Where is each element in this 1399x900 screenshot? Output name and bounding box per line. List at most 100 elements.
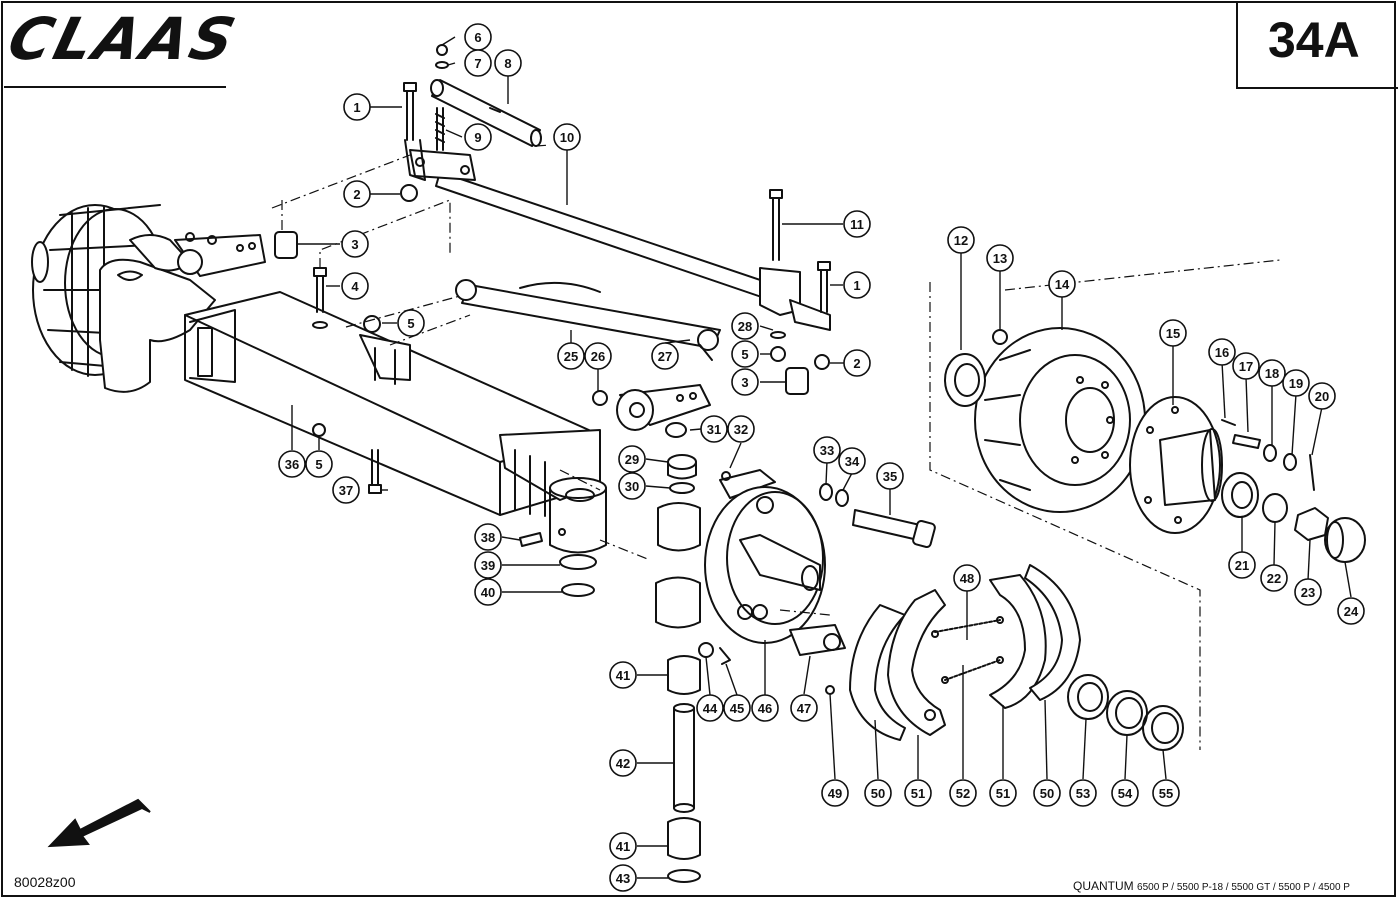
callout-13: 13: [986, 244, 1014, 272]
callout-label: 36: [285, 457, 299, 472]
callout-circle: [1111, 779, 1139, 807]
callout-circle: [332, 476, 360, 504]
callout-circle: [696, 694, 724, 722]
callout-24: 24: [1337, 597, 1365, 625]
callout-circle: [609, 832, 637, 860]
callout-20: 20: [1308, 382, 1336, 410]
callout-label: 52: [956, 786, 970, 801]
callout-label: 6: [474, 30, 481, 45]
callout-29: 29: [618, 445, 646, 473]
callout-9: 9: [464, 123, 492, 151]
callout-circle: [904, 779, 932, 807]
callout-14: 14: [1048, 270, 1076, 298]
tie-rod: [404, 139, 791, 306]
callout-circle: [751, 694, 779, 722]
callout-33: 33: [813, 436, 841, 464]
callout-label: 3: [741, 375, 748, 390]
callout-3a: 3: [341, 230, 369, 258]
callout-circle: [989, 779, 1017, 807]
callout-circle: [341, 230, 369, 258]
callout-label: 38: [481, 530, 495, 545]
callout-label: 13: [993, 251, 1007, 266]
callout-label: 54: [1118, 786, 1133, 801]
callout-label: 55: [1159, 786, 1173, 801]
callout-circle: [609, 864, 637, 892]
callout-circle: [1232, 352, 1260, 380]
callout-circle: [1260, 564, 1288, 592]
callout-7: 7: [464, 49, 492, 77]
callout-label: 34: [845, 454, 860, 469]
kingpin-bushing-stack: [655, 502, 701, 883]
callout-label: 19: [1289, 376, 1303, 391]
callout-label: 26: [591, 349, 605, 364]
callout-circle: [618, 445, 646, 473]
callout-circle: [947, 226, 975, 254]
callout-42: 42: [609, 749, 637, 777]
wheel-brake-cylinder: [789, 624, 846, 656]
callout-label: 24: [1344, 604, 1359, 619]
callout-circle: [553, 123, 581, 151]
callout-label: 12: [954, 233, 968, 248]
callout-55: 55: [1152, 779, 1180, 807]
callout-12: 12: [947, 226, 975, 254]
callout-circle: [464, 49, 492, 77]
callout-circle: [731, 368, 759, 396]
callout-circle: [821, 779, 849, 807]
callout-circle: [474, 551, 502, 579]
callout-label: 35: [883, 469, 897, 484]
callout-10: 10: [553, 123, 581, 151]
callout-circle: [731, 340, 759, 368]
callout-25: 25: [557, 342, 585, 370]
callout-label: 49: [828, 786, 842, 801]
callout-label: 46: [758, 701, 772, 716]
callout-label: 1: [353, 100, 360, 115]
callout-53: 53: [1069, 779, 1097, 807]
callout-39: 39: [474, 551, 502, 579]
callout-circle: [397, 309, 425, 337]
model-name: QUANTUM: [1073, 879, 1134, 893]
stud-9: [435, 107, 445, 151]
callout-circle: [843, 271, 871, 299]
callout-5b: 5: [731, 340, 759, 368]
callout-5a: 5: [397, 309, 425, 337]
callout-label: 2: [853, 356, 860, 371]
callout-circle: [474, 578, 502, 606]
callout-34: 34: [838, 447, 866, 475]
page-number-box: [1236, 1, 1398, 89]
callout-label: 51: [996, 786, 1010, 801]
drawing-number: 80028z00: [14, 874, 76, 890]
callout-41b: 41: [609, 832, 637, 860]
callout-30: 30: [618, 472, 646, 500]
callout-2a: 2: [343, 180, 371, 208]
callout-23: 23: [1294, 578, 1322, 606]
callout-11: 11: [843, 210, 871, 238]
callout-label: 44: [703, 701, 718, 716]
callout-label: 30: [625, 479, 639, 494]
callout-19: 19: [1282, 369, 1310, 397]
callout-label: 41: [616, 668, 630, 683]
callout-circle: [876, 462, 904, 490]
callout-26: 26: [584, 342, 612, 370]
callout-circle: [1152, 779, 1180, 807]
callout-label: 14: [1055, 277, 1070, 292]
callout-label: 23: [1301, 585, 1315, 600]
callout-label: 22: [1267, 571, 1281, 586]
callout-label: 20: [1315, 389, 1329, 404]
callout-41a: 41: [609, 661, 637, 689]
axle-beam: [184, 291, 601, 517]
callout-label: 28: [738, 319, 752, 334]
callout-circle: [949, 779, 977, 807]
callout-label: 5: [315, 457, 322, 472]
callout-40: 40: [474, 578, 502, 606]
callout-4: 4: [341, 272, 369, 300]
callout-label: 8: [504, 56, 511, 71]
callout-circle: [953, 564, 981, 592]
callout-label: 25: [564, 349, 578, 364]
kingpin-bushing-assembly: [519, 477, 607, 597]
callout-circle: [1033, 779, 1061, 807]
callout-circle: [343, 93, 371, 121]
callout-45: 45: [723, 694, 751, 722]
callout-label: 43: [616, 871, 630, 886]
logo-underline: [4, 86, 226, 88]
callout-circle: [618, 472, 646, 500]
